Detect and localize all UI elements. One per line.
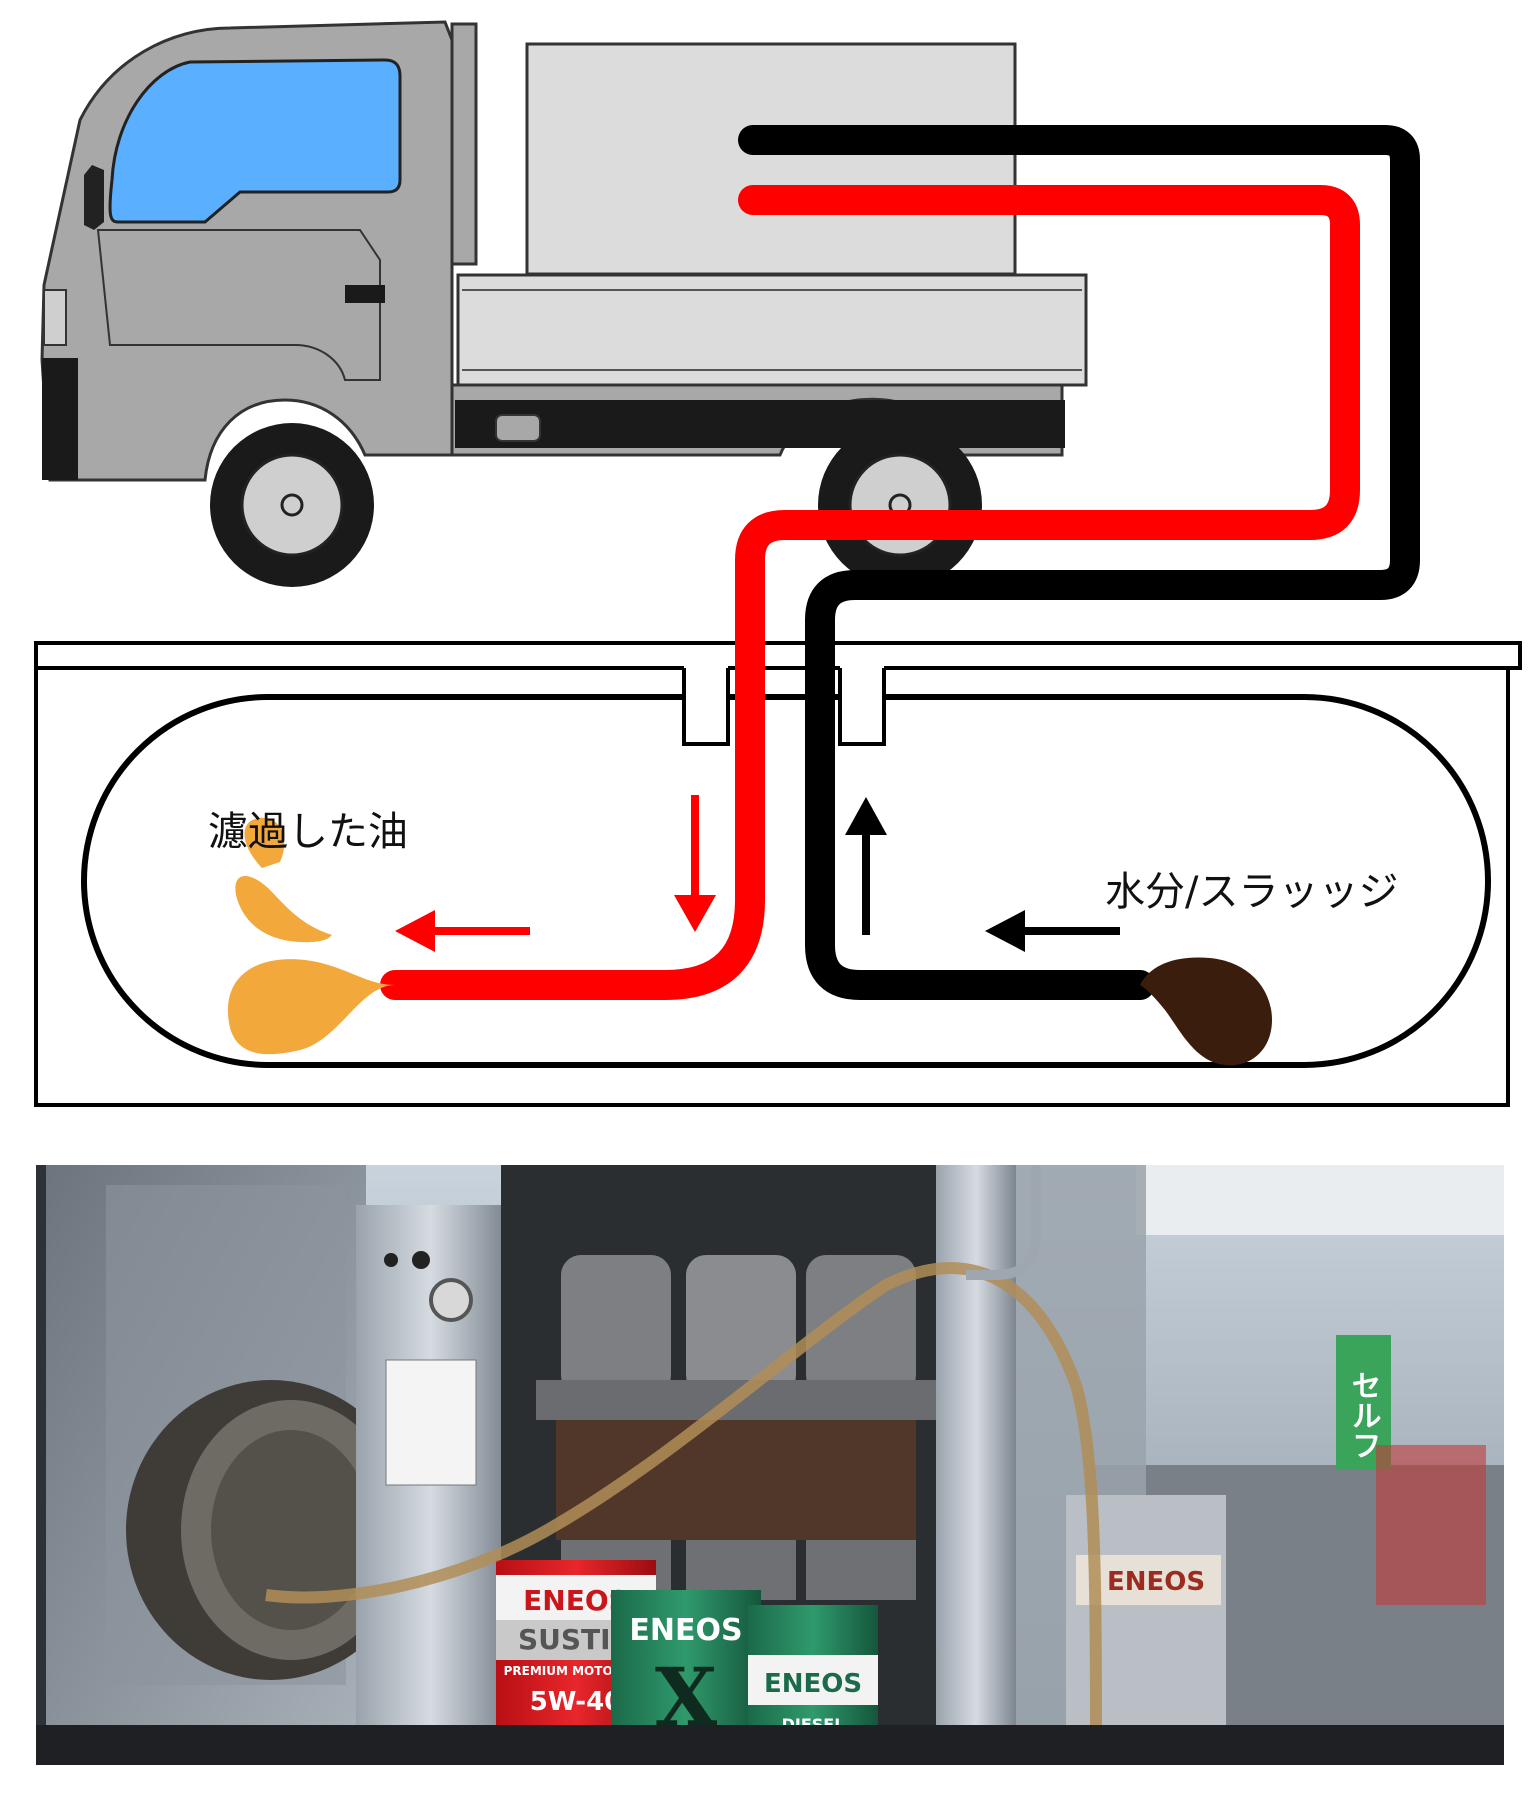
red-hose-return bbox=[380, 185, 1360, 1000]
svg-text:5W-40: 5W-40 bbox=[530, 1687, 623, 1717]
flatbed bbox=[456, 273, 1088, 387]
svg-text:ENEOS: ENEOS bbox=[764, 1669, 862, 1699]
oil-filtration-diagram: 濾過した油 水分/スラッッジ bbox=[34, 20, 1522, 1107]
svg-text:セルフ: セルフ bbox=[1346, 1370, 1381, 1460]
sludge-droplet-icon bbox=[1140, 957, 1272, 1066]
water-sludge-label: 水分/スラッッジ bbox=[1105, 869, 1398, 915]
rear-wheel-icon bbox=[818, 423, 982, 587]
oil-can-right: ENEOS bbox=[1066, 1495, 1226, 1765]
truck-icon bbox=[40, 20, 1088, 587]
cargo-box bbox=[525, 42, 1017, 276]
arrow-icon bbox=[985, 910, 1120, 952]
arrow-icon bbox=[674, 795, 716, 932]
oil-droplet-icon bbox=[228, 959, 395, 1055]
svg-text:ENEOS: ENEOS bbox=[629, 1613, 742, 1648]
filtered-oil-label: 濾過した油 bbox=[208, 809, 408, 855]
equipment-photo: セルフ bbox=[36, 1165, 1504, 1765]
arrow-icon bbox=[395, 910, 530, 952]
oil-droplet-icon bbox=[235, 817, 332, 943]
front-wheel-icon bbox=[210, 423, 374, 587]
suction-hose bbox=[265, 1262, 1102, 1765]
truck-window-icon bbox=[108, 58, 402, 224]
black-hose-suction bbox=[738, 125, 1420, 1000]
svg-text:ENEOS: ENEOS bbox=[1107, 1567, 1205, 1597]
arrow-icon bbox=[845, 797, 887, 935]
